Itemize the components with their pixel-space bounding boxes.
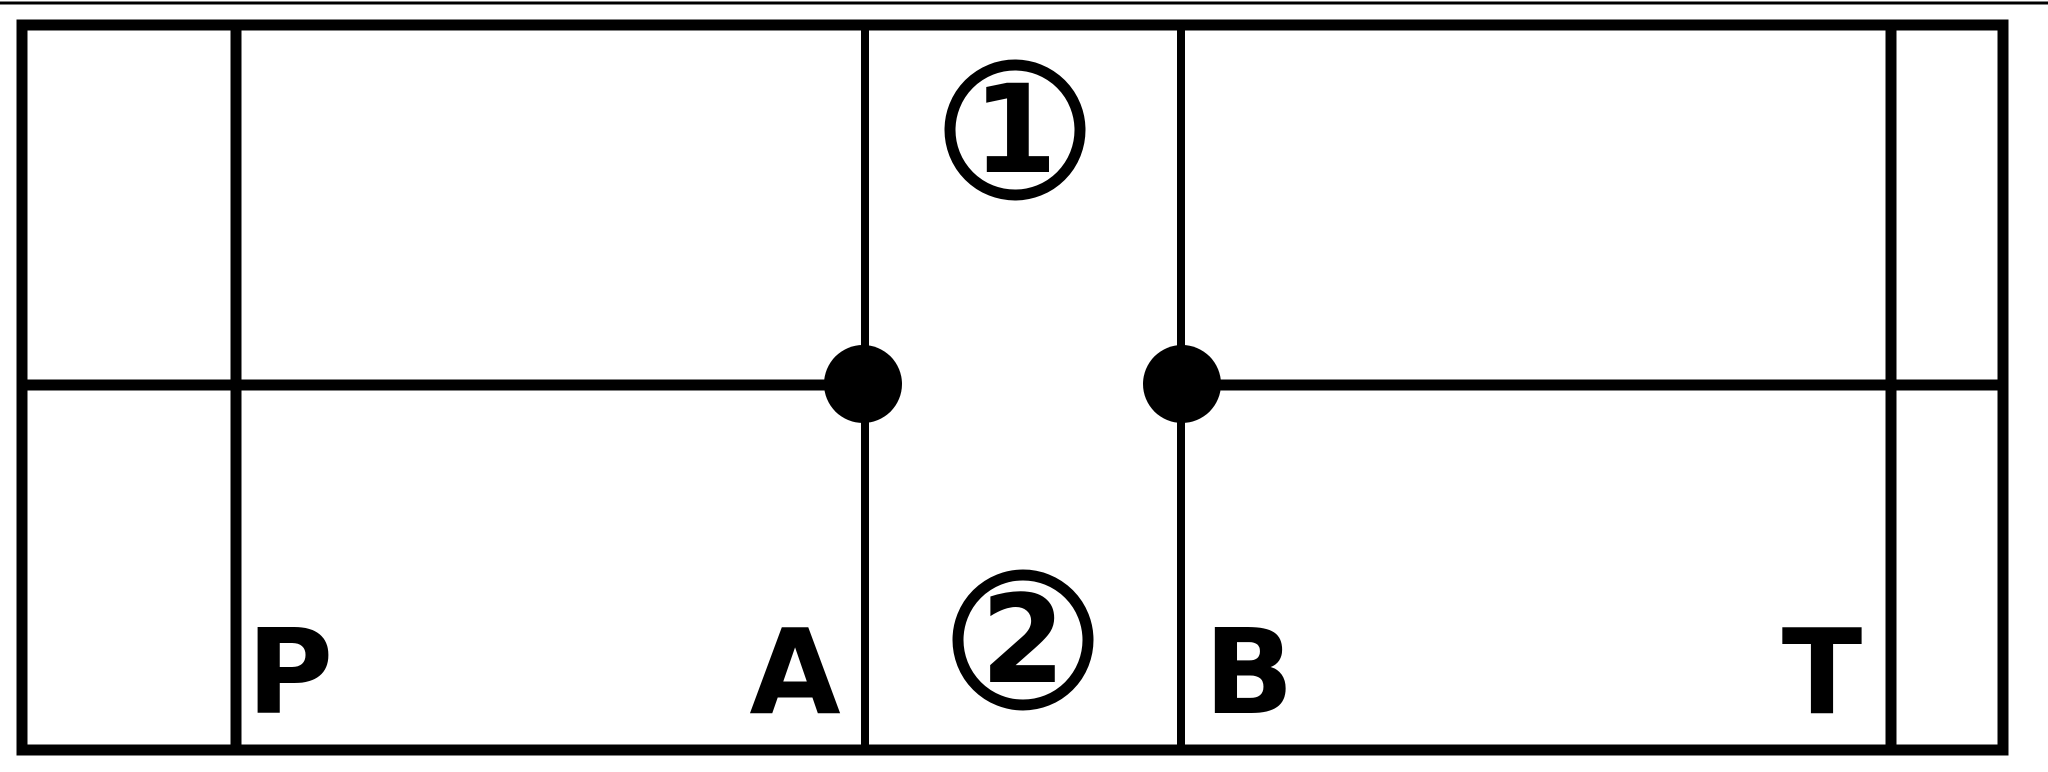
circle-one-ring — [944, 59, 1086, 201]
label-p: P — [247, 603, 333, 741]
label-a: A — [749, 603, 840, 741]
junction-dot-a — [824, 345, 902, 423]
label-t: T — [1782, 603, 1863, 741]
circle-two-ring — [952, 569, 1094, 711]
circle-two-label: 2 — [981, 569, 1066, 711]
label-b: B — [1204, 603, 1294, 741]
circled-number-one: 1 — [944, 59, 1086, 201]
circle-one-label: 1 — [973, 59, 1058, 201]
circled-number-two: 2 — [952, 569, 1094, 711]
junction-dot-b — [1143, 345, 1221, 423]
